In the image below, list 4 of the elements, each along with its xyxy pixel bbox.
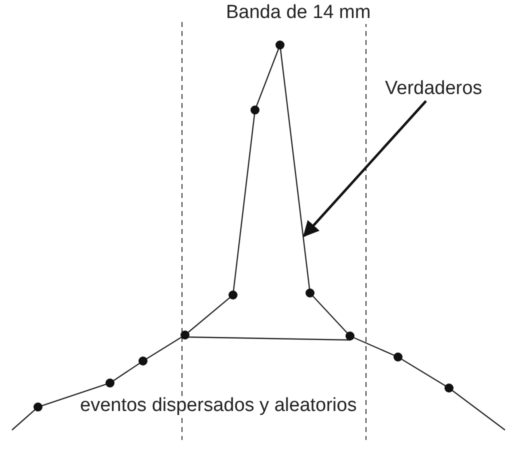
- region-label: eventos dispersados y aleatorios: [80, 396, 357, 417]
- band-label: Banda de 14 mm: [226, 3, 371, 24]
- leader-arrow: [302, 100, 427, 238]
- peak-drawing: [180, 40, 354, 341]
